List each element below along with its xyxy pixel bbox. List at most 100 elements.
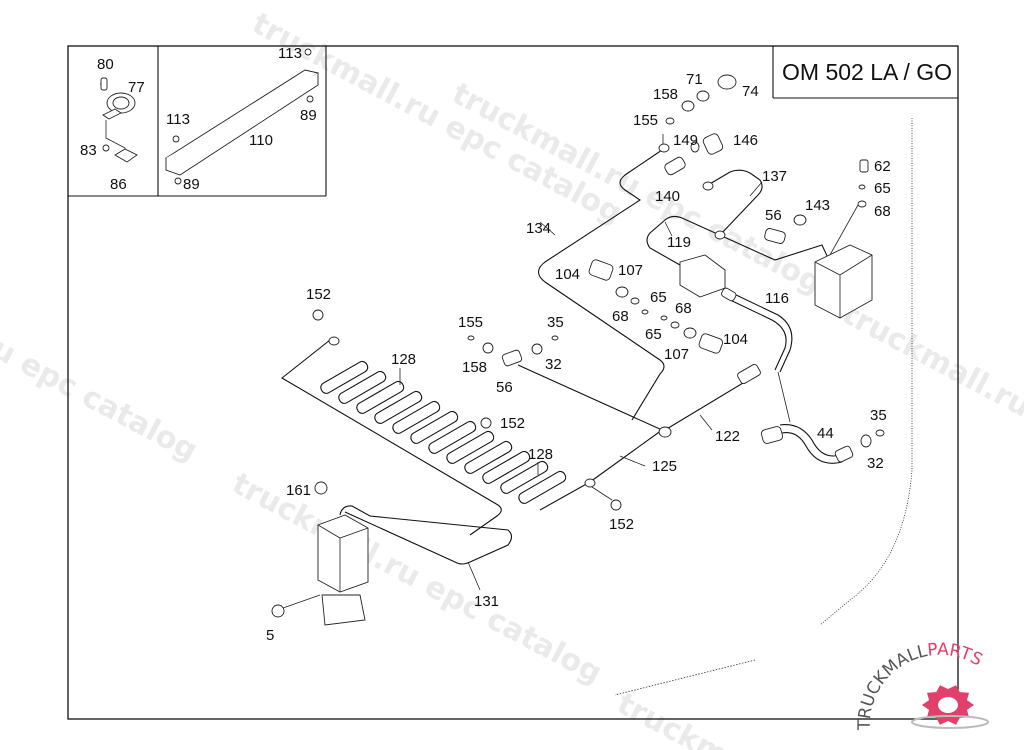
connector-icon — [584, 478, 596, 488]
coil-loop — [320, 360, 369, 394]
nut-152-icon — [312, 309, 324, 321]
washer-107-icon — [615, 286, 629, 298]
pipe-128-outline — [281, 339, 502, 536]
callout-label: 62 — [874, 158, 891, 175]
callout-label: 143 — [805, 197, 830, 214]
callout-label: 128 — [391, 351, 416, 368]
parts-layer — [271, 74, 885, 626]
pipe-134 — [537, 149, 665, 421]
sensor-140-icon — [664, 156, 686, 176]
model-title: OM 502 LA / GO — [782, 59, 952, 85]
leader-line — [664, 221, 673, 237]
callout-label: 65 — [645, 326, 662, 343]
vehicle-outline — [614, 118, 913, 696]
union-56-icon — [764, 228, 786, 244]
coil-loop — [518, 470, 567, 504]
callout-label: 152 — [500, 415, 525, 432]
rail-side-icon — [165, 73, 319, 176]
leader-line — [467, 561, 481, 591]
coil-loop — [410, 410, 459, 444]
plug-62-icon — [859, 159, 869, 173]
brand-name-dark: TRUCKMALL — [855, 641, 930, 731]
pipe-125 — [589, 429, 663, 483]
hose-end-icon — [834, 445, 854, 463]
gear-shadow-icon — [911, 715, 989, 729]
washer-icon — [102, 144, 110, 152]
pipe-137 — [707, 169, 763, 236]
leader-line — [282, 594, 321, 609]
callout-label: 161 — [286, 482, 311, 499]
clamp-assembly — [100, 77, 138, 163]
nut-icon — [306, 95, 314, 103]
adapter-146-icon — [702, 133, 724, 155]
mounting-rail — [164, 48, 320, 185]
nut-152-icon — [480, 417, 492, 429]
bolt-icon — [172, 135, 180, 143]
coil-loop — [500, 460, 549, 494]
callout-label: 32 — [545, 356, 562, 373]
control-module-icon — [814, 244, 873, 319]
o-ring-icon — [858, 184, 866, 190]
watermark: u epc catalog — [0, 331, 203, 468]
callout-label: 149 — [673, 132, 698, 149]
pipe-network — [281, 149, 859, 565]
brand-name-accent: PARTS — [926, 640, 985, 671]
callout-label: 107 — [618, 262, 643, 279]
o-ring-68-icon — [670, 321, 680, 329]
callout-label: 68 — [874, 203, 891, 220]
leader-lines — [399, 134, 763, 591]
callout-label: 158 — [653, 86, 678, 103]
callout-label: 128 — [528, 446, 553, 463]
callout-label: 107 — [664, 346, 689, 363]
nut-icon — [696, 90, 710, 102]
callout-label: 32 — [867, 455, 884, 472]
callout-label: 146 — [733, 132, 758, 149]
connector-icon — [658, 143, 670, 153]
callout-label: 152 — [609, 516, 634, 533]
coil-loop — [464, 440, 513, 474]
leader-line — [619, 455, 646, 467]
callout-label: 44 — [817, 425, 834, 442]
callout-label: 77 — [128, 79, 145, 96]
fitting-104-icon — [698, 333, 724, 354]
coil-loop — [374, 390, 423, 424]
coil-loop — [428, 420, 477, 454]
air-dryer-base-icon — [321, 594, 366, 626]
callout-label: 155 — [633, 112, 658, 129]
valve-74-icon — [717, 74, 737, 90]
pipe-116 — [725, 297, 787, 371]
nut-plate-icon — [114, 148, 138, 163]
hose-44 — [781, 431, 843, 464]
bolt-icon — [304, 48, 312, 56]
watermark: truckmall.ru — [836, 296, 1024, 424]
callout-label: 131 — [474, 593, 499, 610]
callout-label: 35 — [547, 314, 564, 331]
gear-hole — [938, 697, 958, 713]
o-ring-68-icon — [630, 297, 640, 305]
tee-joint-icon — [658, 426, 672, 438]
washer-107-icon — [683, 327, 697, 339]
callout-label: 113 — [278, 45, 302, 62]
pipe-56 — [517, 364, 663, 431]
drawing-frame — [67, 45, 959, 720]
heater-coil-128 — [320, 360, 567, 504]
seal-ring-icon — [690, 141, 700, 153]
bolt-icon — [100, 77, 108, 91]
o-ring-65-icon — [660, 315, 668, 321]
tee-56-icon — [501, 349, 523, 367]
coil-loop — [446, 430, 495, 464]
leader-line — [699, 414, 713, 431]
callout-label: 80 — [97, 56, 114, 73]
air-dryer-icon — [317, 514, 369, 593]
o-ring-35-icon — [551, 335, 559, 341]
callout-label: 152 — [306, 286, 331, 303]
o-ring-35-icon — [875, 429, 885, 437]
callout-label: 35 — [870, 407, 887, 424]
callout-label: 68 — [612, 308, 629, 325]
callout-label: 140 — [655, 188, 680, 205]
connector-icon — [328, 336, 340, 346]
pipe-116 — [731, 292, 793, 373]
o-ring-icon — [857, 200, 867, 208]
leader-line — [777, 371, 791, 423]
